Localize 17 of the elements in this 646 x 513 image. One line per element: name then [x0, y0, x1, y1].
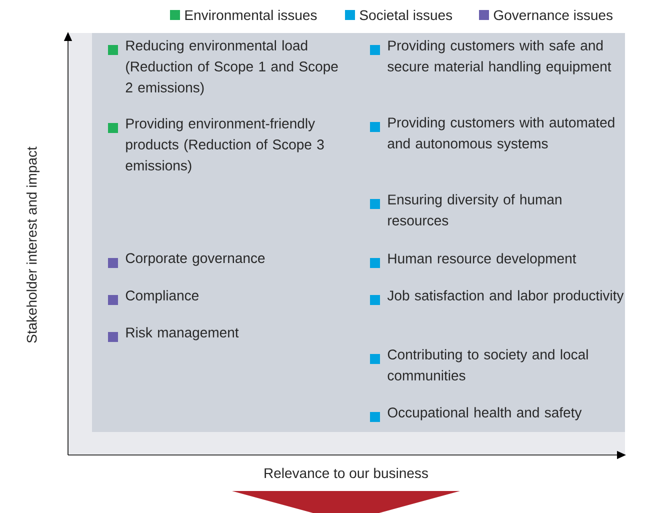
issue-label: Reducing environmental load (Reduction of Scope 1 and Scope 2 emissions) [126, 40, 338, 96]
issue-label: Providing environment-friendly products (Reduction of Scope 3 emissions) [126, 118, 324, 174]
issue-label: Compliance [126, 290, 198, 304]
issue-label: Providing customers with safe and secure material handling equipment [388, 40, 612, 74]
issue-label: Occupational health and safety [388, 407, 582, 420]
issue-label: Risk management [126, 327, 239, 340]
axis-label: Stakeholder interest and impact [26, 146, 40, 343]
legend-label: Environmental issues [185, 10, 317, 20]
issue-label: Corporate governance [126, 253, 265, 266]
issue-label: Contributing to society and local communities [388, 349, 588, 380]
legend-label: Governance issues [494, 10, 612, 20]
axis-label: Relevance to our business [264, 468, 428, 478]
legend-label: Societal issues [360, 10, 452, 20]
issue-label: Job satisfaction and labor productivity [387, 290, 624, 304]
issue-label: Human resource development [388, 253, 576, 266]
issue-label: Ensuring diversity of human resources [388, 194, 562, 226]
issue-label: Providing customers with automated and autonomous systems [388, 117, 614, 152]
